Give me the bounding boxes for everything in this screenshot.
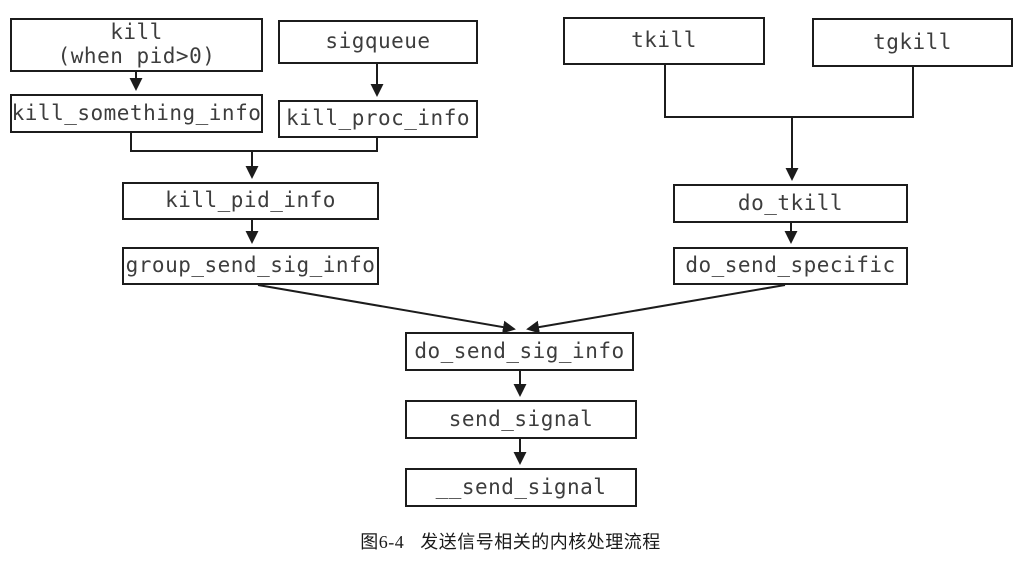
node-tkill-label: tkill [631, 28, 697, 53]
node-do-send-specific-label: do_send_specific [685, 253, 896, 278]
figure-caption-number: 图6-4 [360, 532, 405, 552]
node-sigqueue: sigqueue [278, 20, 478, 64]
node-do-tkill-label: do_tkill [737, 190, 844, 215]
node-kill-something-info: kill_something_info [10, 94, 263, 133]
node-kill-proc-info: kill_proc_info [278, 100, 478, 138]
node-sigqueue-label: sigqueue [325, 29, 431, 54]
edge-do-send-specific-to-do-send-sig-info [526, 284, 786, 334]
node-kill-sublabel: (when pid>0) [57, 44, 216, 68]
node-do-send-sig-info: do_send_sig_info [405, 332, 634, 371]
figure-caption: 图6-4 发送信号相关的内核处理流程 [0, 528, 1021, 554]
node-group-send-sig-info: group_send_sig_info [122, 247, 379, 285]
node-tgkill-label: tgkill [873, 29, 952, 54]
node-do-tkill: do_tkill [673, 184, 908, 223]
node-group-send-sig-info-label: group_send_sig_info [125, 253, 376, 278]
node-send-signal-label: send_signal [448, 406, 594, 431]
figure-caption-title: 发送信号相关的内核处理流程 [420, 532, 661, 552]
node-kill-something-info-label: kill_something_info [11, 100, 262, 125]
node-kill-pid-info-label: kill_pid_info [165, 188, 336, 213]
node-do-send-specific: do_send_specific [673, 247, 908, 285]
node-tkill: tkill [563, 17, 765, 65]
node-underscore-send-signal-label: __send_signal [435, 474, 607, 499]
node-kill-label: kill [110, 20, 163, 45]
node-kill-proc-info-label: kill_proc_info [285, 106, 470, 131]
edge-merge-right-bus [664, 65, 914, 118]
node-send-signal: send_signal [405, 400, 637, 439]
node-tgkill: tgkill [812, 18, 1013, 67]
edge-group-send-sig-info-to-do-send-sig-info [257, 284, 516, 334]
node-kill-pid-info: kill_pid_info [122, 182, 379, 220]
node-underscore-send-signal: __send_signal [405, 468, 637, 507]
node-kill: kill (when pid>0) [10, 18, 263, 72]
node-do-send-sig-info-label: do_send_sig_info [414, 338, 625, 363]
